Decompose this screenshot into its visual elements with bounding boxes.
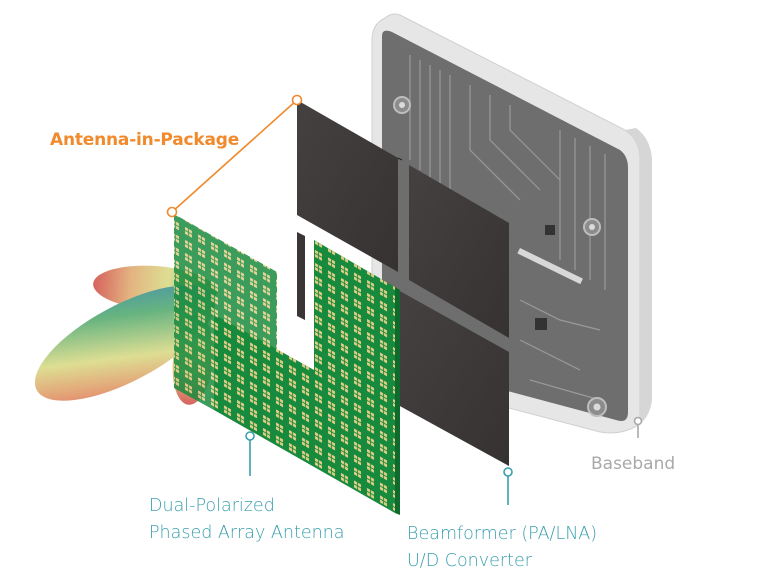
phased-array-label-line1: Dual-Polarized bbox=[149, 496, 275, 516]
baseband-label: Baseband bbox=[591, 454, 676, 474]
baseband-callout bbox=[633, 416, 643, 438]
aip-callout bbox=[166, 94, 303, 218]
chip-top-left bbox=[297, 100, 398, 272]
beamformer-label-line2: U/D Converter bbox=[407, 551, 532, 571]
beamformer-label: Beamformer (PA/LNA) U/D Converter bbox=[407, 521, 597, 575]
antenna-in-package-label: Antenna-in-Package bbox=[50, 130, 240, 150]
chip-top-right bbox=[409, 165, 509, 338]
beamformer-chips bbox=[297, 100, 509, 466]
phased-array-antenna-label: Dual-Polarized Phased Array Antenna bbox=[149, 493, 345, 547]
beamformer-label-line1: Beamformer (PA/LNA) bbox=[407, 524, 598, 544]
antenna-array bbox=[174, 214, 400, 515]
main-lobe bbox=[34, 285, 216, 401]
beamformer-callout bbox=[503, 467, 513, 505]
antenna-panel-left bbox=[174, 214, 277, 410]
antenna-callout bbox=[245, 431, 255, 476]
chip-bottom-left bbox=[297, 232, 305, 320]
chip-bottom-right bbox=[398, 290, 509, 466]
antenna-panel-right bbox=[214, 240, 395, 513]
phased-array-label-line2: Phased Array Antenna bbox=[149, 523, 345, 543]
